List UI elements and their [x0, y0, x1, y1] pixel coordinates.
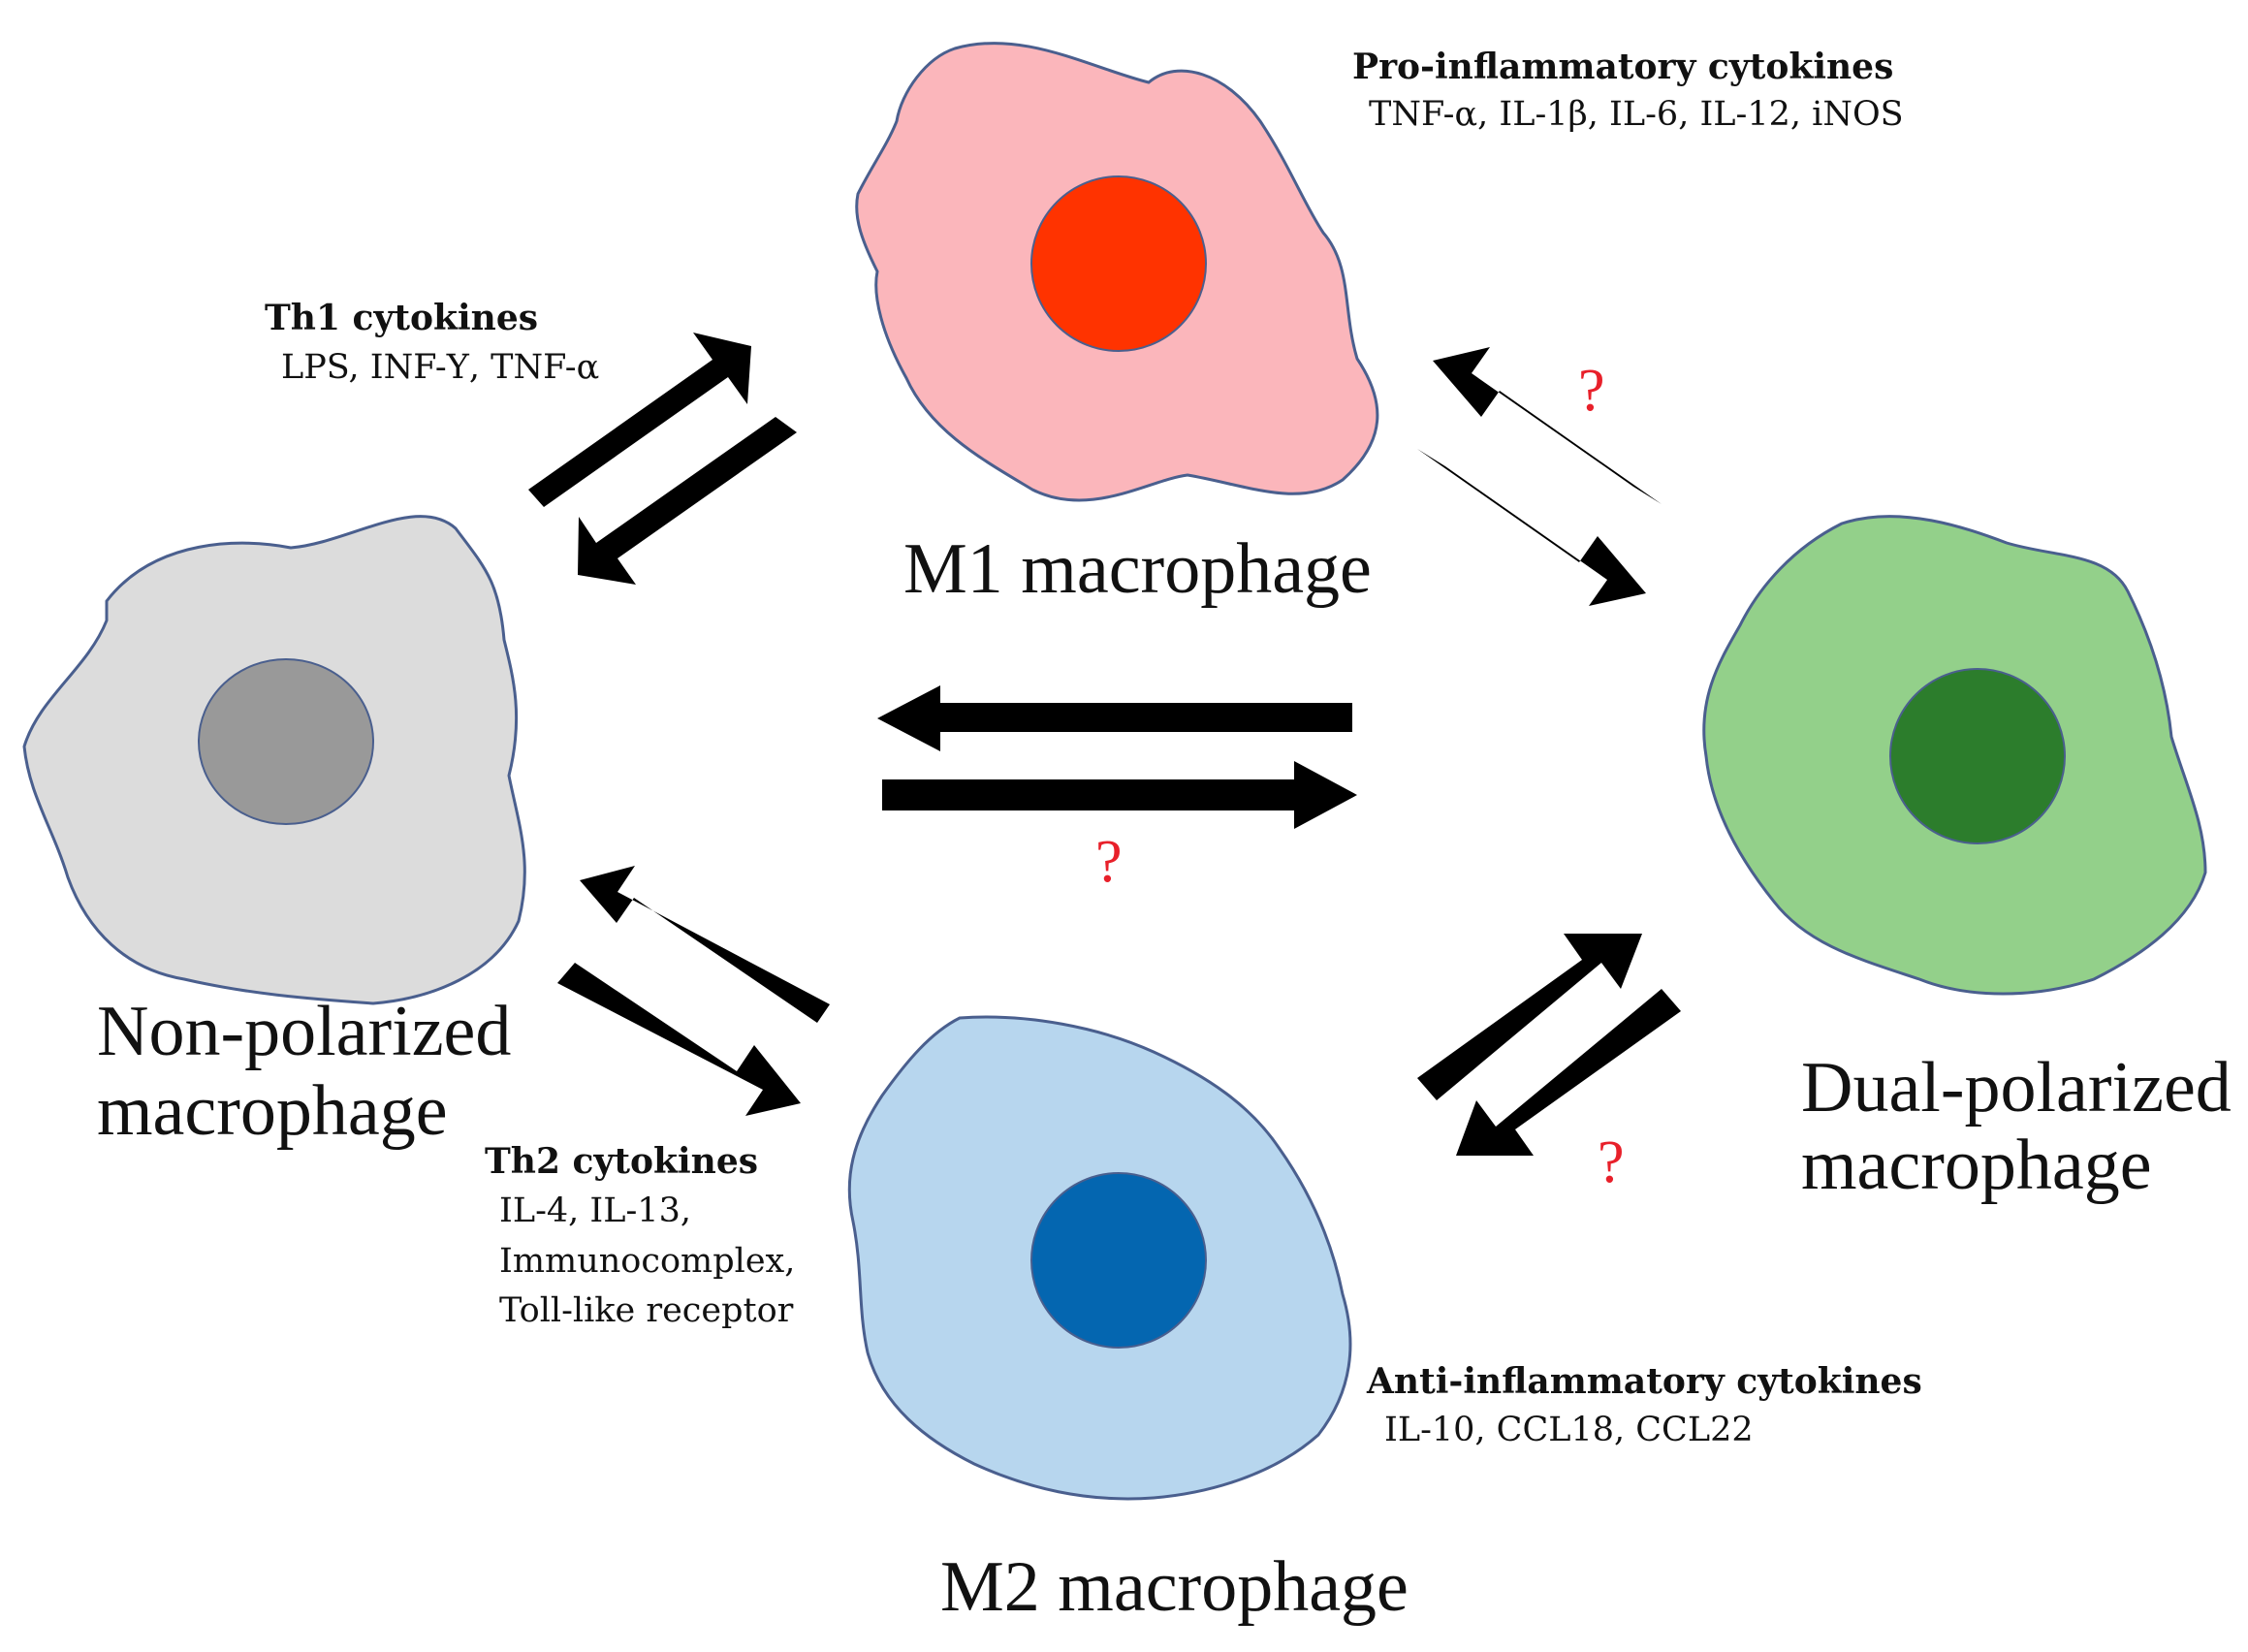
arrow-np-to-m1 [528, 333, 751, 507]
non-polarized-label-line1: Non-polarized [97, 992, 512, 1071]
anti-inflammatory-items: IL-10, CCL18, CCL22 [1384, 1411, 1754, 1449]
arrow-m2-to-dp [1417, 934, 1642, 1100]
th2-line1: IL-4, IL-13, [499, 1191, 691, 1230]
arrow-dp-to-m1 [1433, 347, 1662, 504]
arrow-m1-to-dp [1417, 449, 1646, 606]
arrow-np-to-dp [882, 761, 1357, 829]
question-mark-np-dp: ? [1095, 829, 1123, 895]
question-mark-m1-dp: ? [1578, 358, 1605, 424]
arrow-m2-to-np [580, 866, 830, 1023]
non-polarized-nucleus [198, 658, 374, 825]
anti-inflammatory-title: Anti-inflammatory cytokines [1367, 1361, 1922, 1402]
th2-title: Th2 cytokines [485, 1141, 758, 1182]
th1-items: LPS, INF-Υ, TNF-α [281, 348, 600, 387]
non-polarized-label-line2: macrophage [97, 1071, 448, 1151]
dual-polarized-label-line1: Dual-polarized [1801, 1048, 2232, 1128]
dual-polarized-nucleus [1889, 668, 2066, 844]
m2-label: M2 macrophage [940, 1547, 1409, 1627]
pro-inflammatory-items: TNF-α, IL-1β, IL-6, IL-12, iNOS [1369, 95, 1904, 134]
arrow-m1-to-np [578, 417, 797, 585]
pro-inflammatory-title: Pro-inflammatory cytokines [1352, 47, 1894, 87]
m1-nucleus [1030, 175, 1207, 352]
m1-label: M1 macrophage [903, 529, 1372, 609]
th2-line3: Toll-like receptor [499, 1291, 794, 1330]
th1-title: Th1 cytokines [265, 298, 538, 338]
question-mark-m2-dp: ? [1598, 1129, 1625, 1195]
arrow-np-to-m2 [557, 963, 801, 1116]
dual-polarized-label-line2: macrophage [1801, 1126, 2152, 1205]
m2-nucleus [1030, 1172, 1207, 1349]
th2-line2: Immunocomplex, [499, 1242, 796, 1281]
arrow-dp-to-m2 [1456, 989, 1681, 1156]
arrow-dp-to-np [877, 685, 1352, 751]
